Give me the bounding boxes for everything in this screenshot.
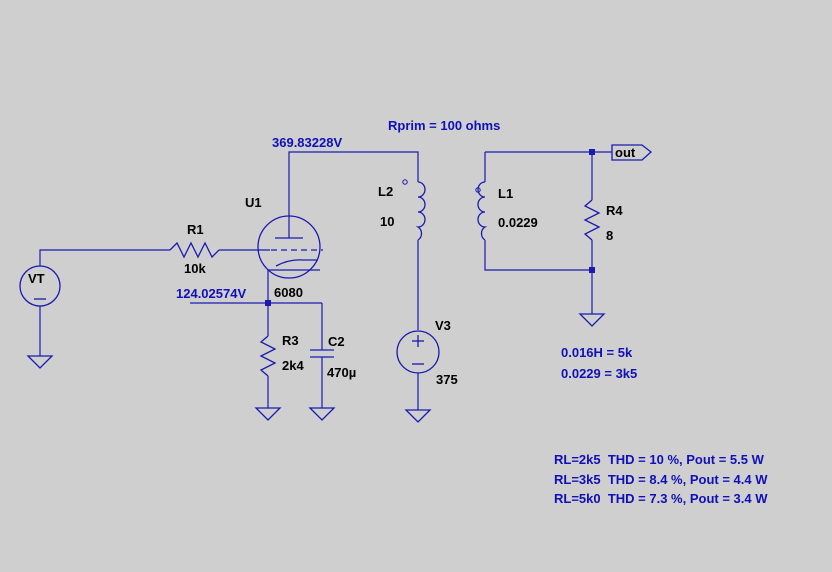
- svg-text:470µ: 470µ: [327, 365, 356, 380]
- plate-voltage-label: 369.83228V: [272, 135, 342, 150]
- svg-text:R3: R3: [282, 333, 299, 348]
- wire-plate: [288, 151, 419, 238]
- svg-text:10: 10: [380, 214, 394, 229]
- result-line-1: RL=2k5 THD = 10 %, Pout = 5.5 W: [554, 452, 765, 467]
- rprim-annotation: Rprim = 100 ohms: [388, 118, 500, 133]
- ground-r4: [578, 313, 606, 327]
- result-line-2: RL=3k5 THD = 8.4 %, Pout = 4.4 W: [554, 472, 768, 487]
- cathode-voltage-label: 124.02574V: [176, 286, 246, 301]
- svg-text:375: 375: [436, 372, 458, 387]
- svg-text:L2: L2: [378, 184, 393, 199]
- out-port[interactable]: out: [611, 144, 653, 161]
- r4-resistor[interactable]: R4 8: [583, 199, 623, 243]
- c2-capacitor[interactable]: C2 470µ: [310, 334, 356, 380]
- ground-vt: [26, 355, 54, 369]
- wire-vt-r1: [39, 249, 170, 266]
- inductance-note-2: 0.0229 = 3k5: [561, 366, 637, 381]
- svg-text:0.0229: 0.0229: [498, 215, 538, 230]
- svg-text:R1: R1: [187, 222, 204, 237]
- svg-text:C2: C2: [328, 334, 345, 349]
- r1-resistor[interactable]: R1 10k: [169, 222, 220, 276]
- svg-text:6080: 6080: [274, 285, 303, 300]
- svg-text:U1: U1: [245, 195, 262, 210]
- l2-inductor[interactable]: L2 10: [378, 179, 426, 241]
- vt-source[interactable]: VT: [19, 265, 61, 307]
- svg-text:out: out: [615, 145, 636, 160]
- l1-inductor[interactable]: L1 0.0229: [475, 181, 538, 241]
- v3-source[interactable]: V3 375: [396, 318, 458, 387]
- ground-r3: [254, 407, 282, 421]
- vt-label: VT: [28, 271, 45, 286]
- svg-text:V3: V3: [435, 318, 451, 333]
- svg-text:10k: 10k: [184, 261, 206, 276]
- svg-text:L1: L1: [498, 186, 513, 201]
- inductance-note-1: 0.016H = 5k: [561, 345, 633, 360]
- svg-text:2k4: 2k4: [282, 358, 304, 373]
- ground-c2: [308, 407, 336, 421]
- svg-text:8: 8: [606, 228, 613, 243]
- result-line-3: RL=5k0 THD = 7.3 %, Pout = 3.4 W: [554, 491, 768, 506]
- r3-resistor[interactable]: R3 2k4: [259, 333, 304, 377]
- ground-v3: [404, 409, 432, 423]
- svg-text:R4: R4: [606, 203, 623, 218]
- u1-triode-tube[interactable]: U1 6080: [245, 195, 323, 300]
